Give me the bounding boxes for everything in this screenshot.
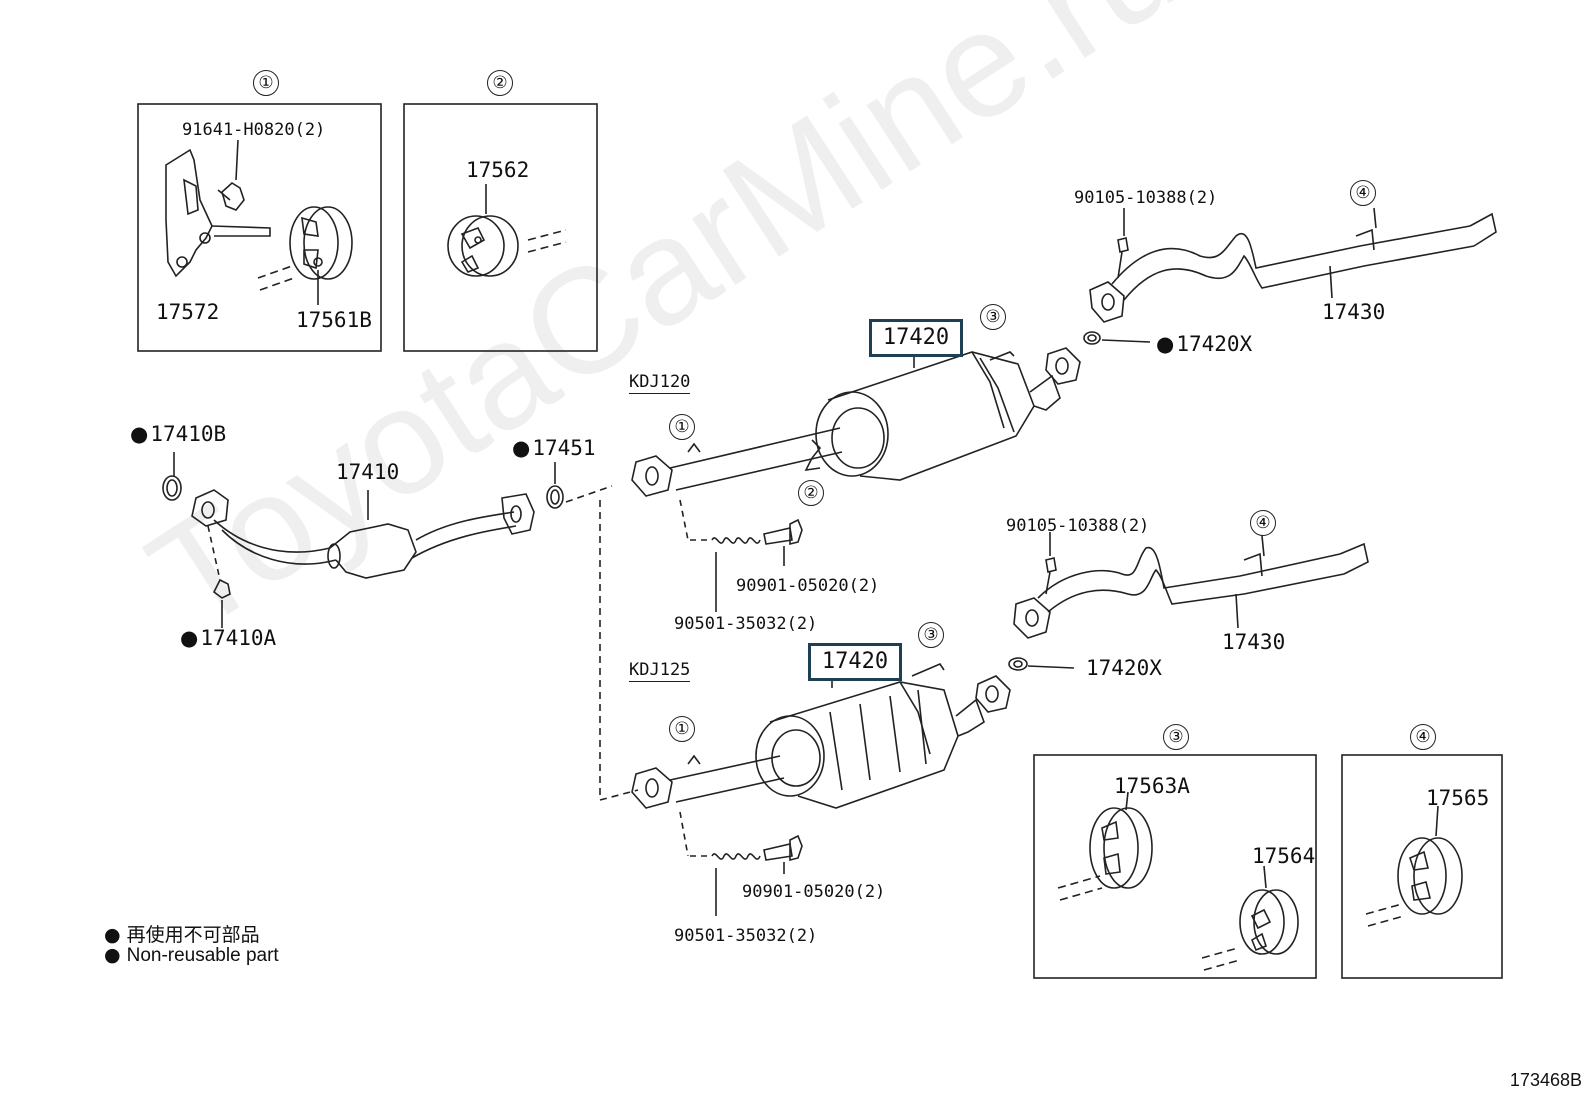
legend-jp: ●再使用不可部品 [104, 924, 260, 946]
part-label-90901-kdj120: 90901-05020(2) [736, 576, 880, 596]
part-label-17563A: 17563A [1114, 774, 1190, 798]
kdj125-hanger-4-marker: ④ [1250, 510, 1276, 536]
kdj125-hanger-1-marker: ① [669, 716, 695, 742]
inset-2-marker: ② [487, 70, 513, 96]
inset-1-marker: ① [253, 70, 279, 96]
part-label-17430-kdj120: 17430 [1322, 300, 1386, 324]
part-label-17410A: 17410A [180, 628, 276, 649]
part-label-17561B: 17561B [296, 308, 372, 332]
part-label-17562: 17562 [466, 158, 530, 182]
part-label-17420-kdj125[interactable]: 17420 [808, 643, 902, 681]
hanger-17564-drawing [1201, 865, 1299, 971]
part-label-17420-kdj120[interactable]: 17420 [869, 319, 963, 357]
part-label-17420X-kdj120: 17420X [1156, 334, 1252, 355]
part-label-90501-kdj125: 90501-35032(2) [674, 926, 818, 946]
variant-kdj120: KDJ120 [629, 372, 691, 394]
part-label-91641: 91641-H0820(2) [182, 120, 326, 140]
part-label-90105-kdj125: 90105-10388(2) [1006, 516, 1150, 536]
bracket-17572-drawing [165, 148, 271, 278]
inset-1-box [137, 103, 382, 352]
legend-jp-text: 再使用不可部品 [126, 925, 260, 946]
kdj120-hanger-3-marker: ③ [980, 304, 1006, 330]
part-label-90901-kdj125: 90901-05020(2) [742, 882, 886, 902]
inset-2-box [403, 103, 598, 352]
kdj120-muffler-17420-drawing [815, 347, 1081, 481]
part-label-17410B: 17410B [130, 424, 226, 445]
part-label-17430-kdj125: 17430 [1222, 630, 1286, 654]
kdj120-hanger-2-marker: ② [798, 480, 824, 506]
part-label-17420X-kdj125: 17420X [1086, 656, 1162, 680]
part-label-17565: 17565 [1426, 786, 1490, 810]
part-label-17451: 17451 [512, 438, 595, 459]
figure-id: 173468B [1509, 1070, 1582, 1090]
hanger-17562-drawing [447, 184, 567, 277]
gasket-17451-drawing [546, 462, 564, 509]
inset-3-marker: ③ [1163, 724, 1189, 750]
hanger-17561B-drawing [257, 206, 353, 305]
inset-4-marker: ④ [1410, 724, 1436, 750]
hanger-17565-drawing [1365, 805, 1463, 927]
part-label-90501-kdj120: 90501-35032(2) [674, 614, 818, 634]
kdj125-muffler-17420-drawing [755, 663, 1011, 809]
kdj120-tail-pipe-17430-drawing [1083, 207, 1497, 345]
variant-kdj125: KDJ125 [629, 660, 691, 682]
kdj125-center-pipe-drawing [631, 754, 803, 916]
part-label-90105-kdj120: 90105-10388(2) [1074, 188, 1218, 208]
hanger-17563A-drawing [1057, 791, 1153, 901]
part-label-17564: 17564 [1252, 844, 1316, 868]
part-label-17410: 17410 [336, 460, 400, 484]
legend-en: ●Non-reusable part [104, 944, 279, 966]
kdj125-hanger-3-marker: ③ [918, 622, 944, 648]
front-pipe-17410-drawing [162, 452, 535, 628]
kdj120-hanger-4-marker: ④ [1350, 180, 1376, 206]
legend-en-text: Non-reusable part [126, 945, 279, 966]
inset-4-box [1341, 754, 1503, 979]
connection-dashes [565, 485, 639, 801]
bolt-91641-drawing [217, 139, 245, 211]
inset-3-box [1033, 754, 1317, 979]
part-label-17572: 17572 [156, 300, 220, 324]
kdj120-hanger-1-marker: ① [669, 414, 695, 440]
kdj125-tail-pipe-17430-drawing [1008, 532, 1369, 671]
